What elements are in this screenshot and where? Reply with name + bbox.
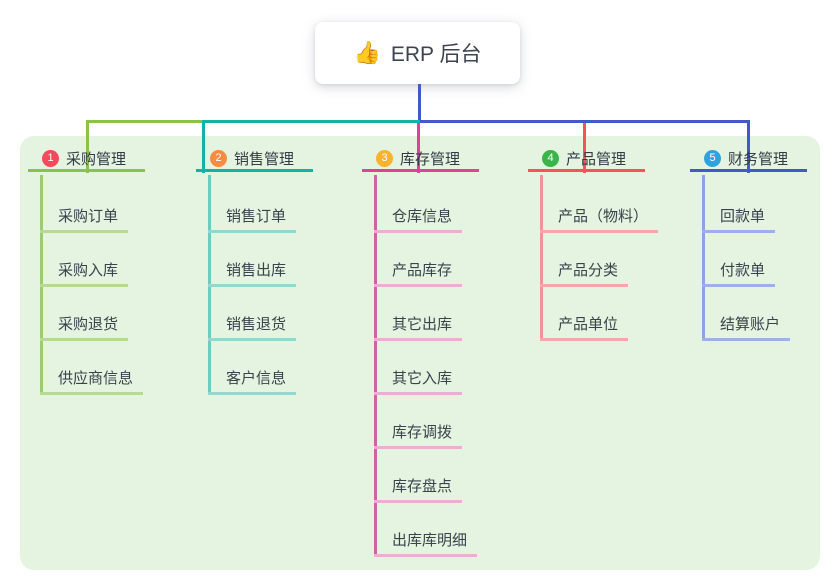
child-node[interactable]: 其它入库 <box>374 367 463 395</box>
child-label: 产品（物料） <box>558 208 649 225</box>
connector-segment <box>420 120 750 123</box>
branch-header[interactable]: 4 产品管理 <box>528 148 645 172</box>
child-node[interactable]: 产品（物料） <box>540 205 659 233</box>
child-label: 采购退货 <box>58 316 119 333</box>
branch-label: 销售管理 <box>234 151 295 168</box>
child-label: 库存盘点 <box>392 478 453 495</box>
child-node[interactable]: 库存调拨 <box>374 421 463 449</box>
child-label: 产品库存 <box>392 262 453 279</box>
child-node[interactable]: 采购订单 <box>40 205 129 233</box>
branch-spine <box>702 175 705 341</box>
mindmap-panel <box>20 136 820 570</box>
branch-badge: 3 <box>376 150 393 167</box>
branch-badge: 1 <box>42 150 59 167</box>
child-label: 销售出库 <box>226 262 287 279</box>
branch-label: 库存管理 <box>400 151 461 168</box>
root-label: ERP 后台 <box>390 43 482 66</box>
child-node[interactable]: 仓库信息 <box>374 205 463 233</box>
child-label: 付款单 <box>720 262 766 279</box>
child-node[interactable]: 其它出库 <box>374 313 463 341</box>
branch-drop-connector <box>86 120 89 173</box>
branch-badge: 2 <box>210 150 227 167</box>
branch-header[interactable]: 1 采购管理 <box>28 148 145 172</box>
child-label: 采购订单 <box>58 208 119 225</box>
branch-drop-connector <box>583 123 586 173</box>
thumbs-up-icon: 👍 <box>353 40 381 65</box>
child-node[interactable]: 回款单 <box>702 205 776 233</box>
child-node[interactable]: 库存盘点 <box>374 475 463 503</box>
branch-badge: 4 <box>542 150 559 167</box>
root-connector <box>418 84 421 123</box>
child-node[interactable]: 付款单 <box>702 259 776 287</box>
child-label: 采购入库 <box>58 262 119 279</box>
child-node[interactable]: 销售订单 <box>208 205 297 233</box>
child-node[interactable]: 供应商信息 <box>40 367 144 395</box>
branch-spine <box>374 175 377 557</box>
branch-header[interactable]: 2 销售管理 <box>196 148 313 172</box>
branch-drop-connector <box>417 123 420 173</box>
branch-header[interactable]: 3 库存管理 <box>362 148 479 172</box>
root-node[interactable]: 👍 ERP 后台 <box>315 22 520 84</box>
branch-label: 采购管理 <box>66 151 127 168</box>
child-label: 库存调拨 <box>392 424 453 441</box>
child-label: 仓库信息 <box>392 208 453 225</box>
child-label: 产品单位 <box>558 316 619 333</box>
child-label: 其它入库 <box>392 370 453 387</box>
connector-segment <box>202 120 420 123</box>
child-label: 销售退货 <box>226 316 287 333</box>
branch-badge: 5 <box>704 150 721 167</box>
branch-spine <box>540 175 543 341</box>
branch-header[interactable]: 5 财务管理 <box>690 148 807 172</box>
child-label: 出库库明细 <box>392 532 468 549</box>
child-label: 回款单 <box>720 208 766 225</box>
child-label: 供应商信息 <box>58 370 134 387</box>
branch-drop-connector <box>202 120 205 173</box>
child-node[interactable]: 产品单位 <box>540 313 629 341</box>
branch-drop-connector <box>747 120 750 173</box>
child-label: 产品分类 <box>558 262 619 279</box>
child-label: 客户信息 <box>226 370 287 387</box>
child-label: 销售订单 <box>226 208 287 225</box>
child-label: 其它出库 <box>392 316 453 333</box>
child-node[interactable]: 出库库明细 <box>374 529 478 557</box>
connector-segment <box>86 120 202 123</box>
child-node[interactable]: 客户信息 <box>208 367 297 395</box>
child-label: 结算账户 <box>720 316 781 333</box>
child-node[interactable]: 结算账户 <box>702 313 791 341</box>
child-node[interactable]: 产品分类 <box>540 259 629 287</box>
child-node[interactable]: 销售出库 <box>208 259 297 287</box>
child-node[interactable]: 采购入库 <box>40 259 129 287</box>
child-node[interactable]: 采购退货 <box>40 313 129 341</box>
child-node[interactable]: 销售退货 <box>208 313 297 341</box>
child-node[interactable]: 产品库存 <box>374 259 463 287</box>
branch-label: 产品管理 <box>566 151 627 168</box>
branch-label: 财务管理 <box>728 151 789 168</box>
